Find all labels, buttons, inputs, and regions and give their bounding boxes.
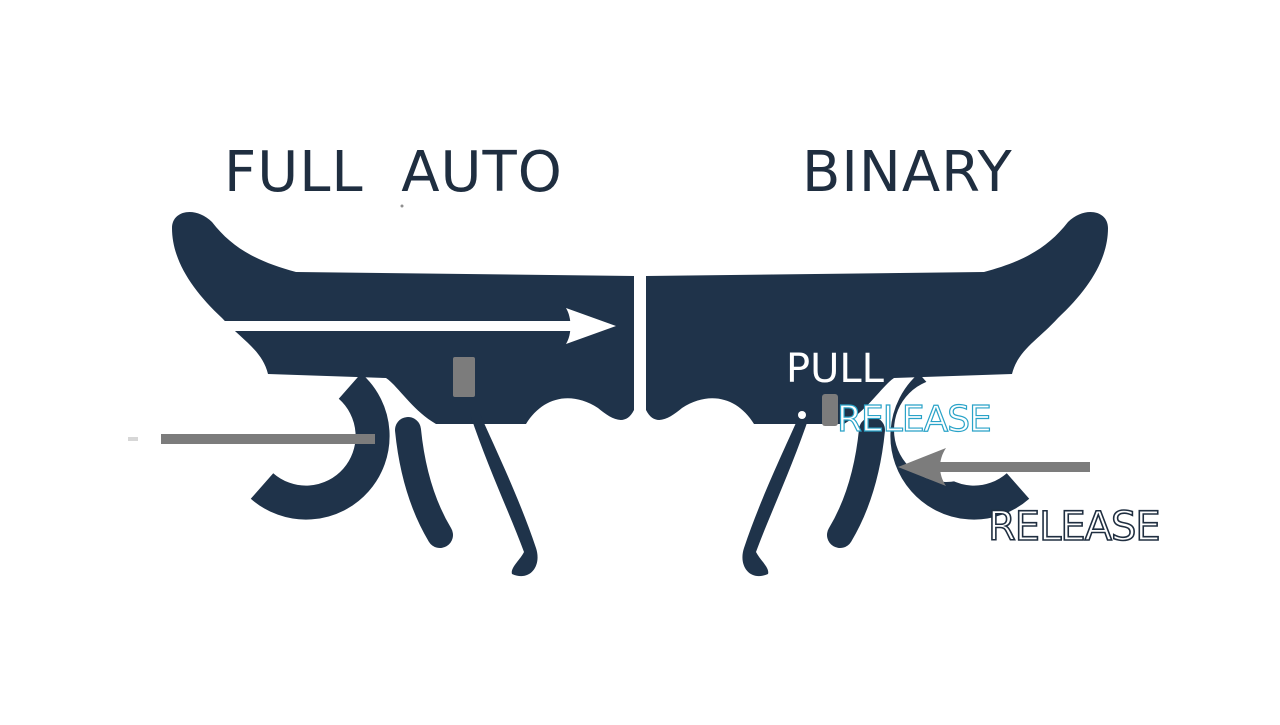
left-pull-arrow-head [566,308,616,344]
pull-label: PULL [786,346,884,392]
right-release-arrow-shaft [930,462,1090,472]
right-trigger-housing [646,211,1108,424]
right-guard-opening [894,378,998,482]
right-release-arrow-head [898,448,946,486]
trigger-shapes [172,211,1108,577]
binary-title: BINARY [802,140,1013,205]
release-inner-label: RELEASE [836,398,992,440]
left-guard-curl [395,417,453,548]
left-trigger-guard [250,373,390,520]
right-trigger-blade [742,414,810,577]
full-auto-title: FULL AUTO [224,140,563,205]
release-outer-label: RELEASE [987,503,1161,551]
left-trigger-blade [470,414,538,577]
left-reset-line [161,434,375,444]
center-divider [634,270,646,420]
left-trigger-housing [172,211,634,424]
left-reset-dash [128,437,138,441]
right-guard-curl [827,417,885,548]
title-dot [400,204,404,208]
right-pin-dot [798,411,806,419]
right-selector-block [822,394,838,426]
left-disconnector-block [453,357,475,397]
left-pull-arrow-shaft [220,321,578,331]
